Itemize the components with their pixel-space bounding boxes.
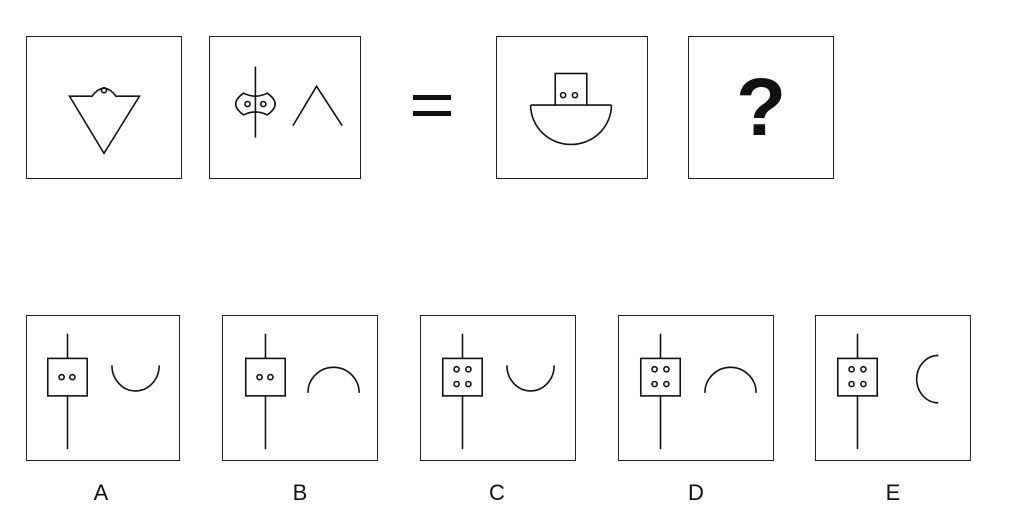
option-a-label: A — [93, 480, 109, 505]
option-c-label: C — [489, 480, 505, 505]
option-e-label: E — [885, 480, 901, 505]
four-dot-square-with-left-arc-icon — [836, 333, 939, 450]
two-dot-square-with-arch-icon — [244, 333, 360, 450]
equals-sign — [413, 95, 451, 117]
unknown-answer-panel: ? — [688, 36, 834, 179]
question-panel-2 — [209, 36, 361, 179]
four-dot-square-with-cup-icon — [441, 333, 556, 450]
question-panel-1 — [26, 36, 182, 179]
option-d-label: D — [688, 480, 704, 505]
boat-icon — [529, 72, 613, 146]
four-dot-square-with-arch-icon — [639, 333, 757, 450]
two-dot-square-with-cup-icon — [46, 333, 161, 450]
lens-and-caret-icon — [234, 66, 343, 138]
option-d-panel[interactable] — [618, 315, 774, 461]
question-mark: ? — [735, 61, 787, 153]
option-c-panel[interactable] — [420, 315, 576, 461]
bird-triangle-icon — [68, 86, 141, 155]
option-e-panel[interactable] — [815, 315, 971, 461]
question-panel-3 — [496, 36, 648, 179]
option-b-label: B — [292, 480, 308, 505]
option-a-panel[interactable] — [26, 315, 180, 461]
option-b-panel[interactable] — [222, 315, 378, 461]
